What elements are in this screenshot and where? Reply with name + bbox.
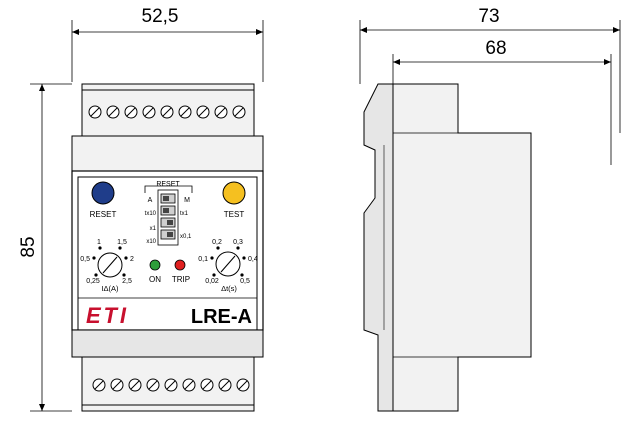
current-tick-0: 0,5: [80, 256, 90, 263]
dip-switch: RESET A M tx10 tx1 x1 x10 x0,1: [144, 181, 193, 246]
switch-a-label: A: [148, 197, 153, 204]
switch-tx10-label: tx10: [145, 211, 157, 217]
switch-x10-label: x10: [146, 239, 156, 245]
current-dial: 0,5 1 1,5 2 2,5 0,25 IΔ(A): [80, 239, 134, 293]
test-label: TEST: [224, 210, 245, 219]
model-name: LRE-A: [191, 306, 252, 328]
height-value: 85: [18, 236, 39, 257]
current-tick-5: 0,25: [86, 278, 100, 285]
depth-total-value: 73: [478, 6, 499, 27]
dimension-depth-total: 73: [359, 6, 621, 133]
time-tick-5: 0,02: [205, 278, 219, 285]
trip-label: TRIP: [172, 275, 190, 284]
switch-x1-label: x1: [150, 226, 157, 232]
current-tick-2: 1,5: [117, 239, 127, 246]
reset-button: RESET: [90, 181, 117, 219]
brand-logo: ETI: [86, 303, 127, 328]
reset-label: RESET: [90, 210, 117, 219]
width-value: 52,5: [142, 6, 179, 27]
status-leds: ON TRIP: [149, 259, 190, 284]
time-tick-3: 0,4: [248, 256, 258, 263]
current-tick-1: 1: [97, 239, 101, 246]
time-tick-4: 0,5: [240, 278, 250, 285]
current-dial-label: IΔ(A): [101, 284, 119, 293]
time-tick-0: 0,1: [198, 256, 208, 263]
switch-x01-label: x0,1: [180, 234, 192, 240]
depth-body-value: 68: [485, 38, 506, 59]
test-button: TEST: [222, 181, 246, 219]
time-dial: 0,1 0,2 0,3 0,4 0,5 0,02 Δt(s): [198, 239, 258, 293]
time-dial-label: Δt(s): [221, 284, 237, 293]
dimension-height: 85: [18, 83, 72, 412]
switch-title: RESET: [156, 181, 180, 188]
top-terminals: [88, 105, 246, 119]
current-tick-3: 2: [130, 256, 134, 263]
current-tick-4: 2,5: [122, 278, 132, 285]
bottom-terminals: [92, 378, 250, 392]
side-view: [363, 83, 532, 412]
time-tick-2: 0,3: [233, 239, 243, 246]
on-label: ON: [149, 275, 161, 284]
dimension-depth-body: 68: [392, 38, 612, 165]
time-tick-1: 0,2: [212, 239, 222, 246]
switch-tx1-label: tx1: [180, 211, 189, 217]
switch-m-label: M: [184, 197, 190, 204]
dimension-width: 52,5: [71, 6, 264, 82]
